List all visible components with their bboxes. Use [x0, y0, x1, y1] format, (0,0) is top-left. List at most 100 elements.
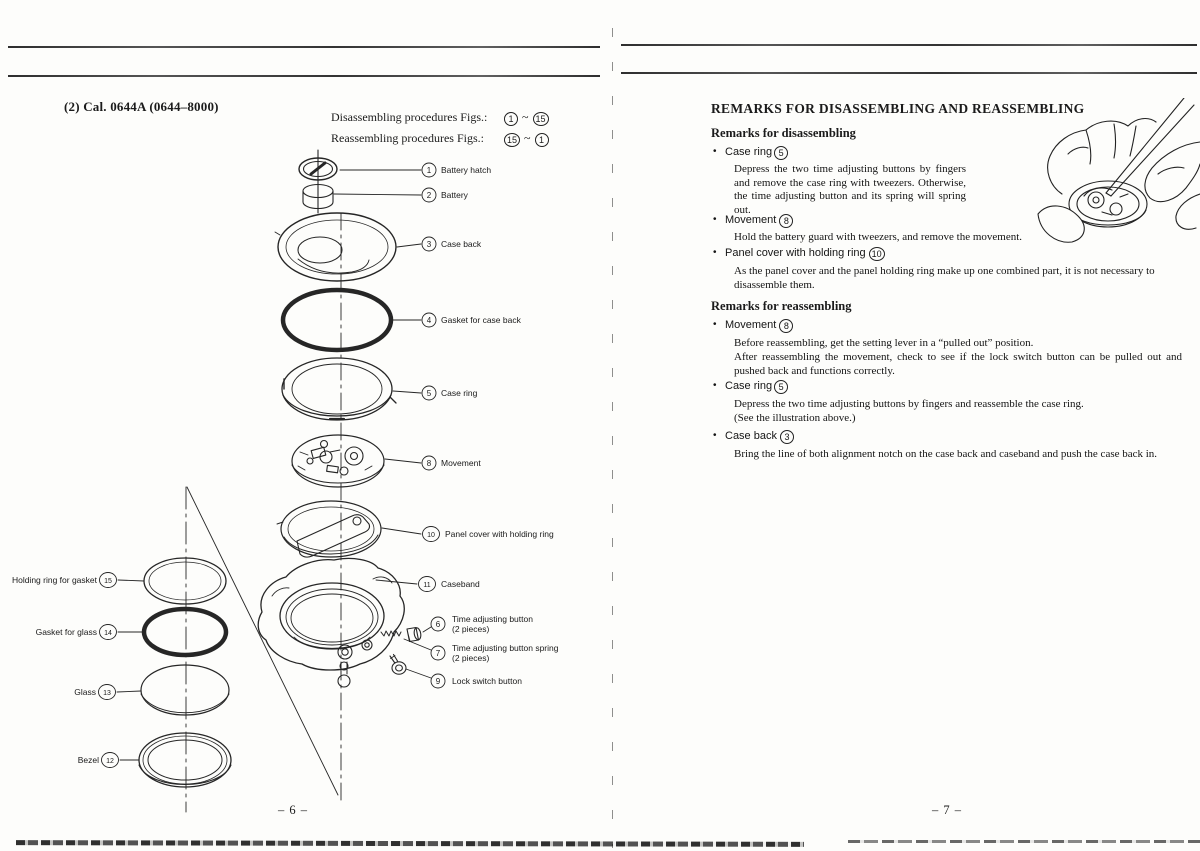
reassembling-heading: Remarks for reassembling [711, 299, 852, 313]
part-glass [140, 664, 230, 716]
bottom-scan-edge-right [848, 840, 1200, 843]
disassembling-heading: Remarks for disassembling [711, 126, 856, 140]
page-number-right: – 7 – [932, 803, 962, 817]
part-movement [291, 434, 385, 488]
svg-text:Battery hatch: Battery hatch [441, 165, 491, 175]
svg-text:7: 7 [436, 649, 441, 658]
part-battery [302, 183, 334, 210]
callout-glass: 13 Glass [74, 684, 142, 700]
svg-text:13: 13 [103, 690, 111, 697]
part-name: Panel cover with holding ring [725, 247, 866, 259]
part-name: Movement [725, 319, 777, 331]
callout-movement: 8 Movement [384, 455, 481, 471]
part-holding-ring [143, 557, 227, 605]
part-name: Case back [725, 430, 777, 442]
top-rule-left-1 [8, 46, 600, 48]
bullet-case-ring-re-body2: (See the illustration above.) [734, 412, 856, 424]
reassembling-procedures-label: Reassembling procedures Figs.: [331, 131, 484, 145]
bullet-dot: • [713, 380, 717, 391]
tilde-separator: ~ [524, 131, 531, 145]
fig-number-circle: 1 [504, 112, 518, 126]
part-gasket-glass [141, 606, 229, 658]
part-gasket-case-back [280, 287, 394, 353]
disassembling-procedures-label: Disassembling procedures Figs.: [331, 110, 488, 124]
callout-battery: 2 Battery [333, 187, 469, 203]
svg-text:Gasket for case back: Gasket for case back [441, 315, 522, 325]
part-case-ring [281, 357, 397, 421]
part-name: Case ring [725, 380, 773, 392]
top-rule-right-1 [621, 44, 1197, 46]
part-lock-switch-button [389, 653, 407, 675]
bullet-dot: • [713, 319, 717, 330]
callout-lock-switch-button: 9 Lock switch button [405, 668, 522, 689]
svg-text:9: 9 [436, 677, 441, 686]
part-panel-cover [276, 500, 382, 558]
fig-number-circle: 15 [504, 133, 521, 147]
svg-text:Holding ring for gasket: Holding ring for gasket [12, 575, 98, 585]
svg-text:(2 pieces): (2 pieces) [452, 653, 489, 663]
bullet-case-ring-dis-body: Depress the two time adjusting buttons b… [734, 163, 966, 216]
svg-text:11: 11 [423, 582, 430, 589]
svg-text:Time adjusting button spring: Time adjusting button spring [452, 643, 559, 653]
part-number-circle: 10 [868, 247, 885, 261]
svg-text:Movement: Movement [441, 458, 481, 468]
svg-text:2: 2 [427, 191, 432, 200]
left-hand [1037, 117, 1157, 243]
svg-text:15: 15 [104, 578, 112, 585]
svg-text:Caseband: Caseband [441, 579, 480, 589]
part-name: Movement [725, 214, 777, 226]
svg-text:5: 5 [427, 389, 432, 398]
tweezers [1105, 98, 1195, 197]
svg-text:Time adjusting button: Time adjusting button [452, 614, 533, 624]
bullet-movement-re-body2: After reassembling the movement, check t… [734, 351, 1182, 377]
svg-text:12: 12 [106, 758, 114, 765]
callout-case-back: 3 Case back [396, 236, 482, 252]
exploded-view-diagram: 1 Battery hatch 2 Battery 3 Case back 4 … [12, 149, 559, 813]
page-fold-line [612, 28, 613, 848]
fig-number-circle: 15 [532, 112, 549, 126]
hands-tweezers-illustration [1037, 98, 1200, 243]
tilde-separator: ~ [522, 110, 529, 124]
bullet-dot: • [713, 430, 717, 441]
callout-case-ring: 5 Case ring [392, 385, 478, 401]
reassembling-procedures-line: Reassembling procedures Figs.: 15~1 [331, 131, 549, 147]
callout-time-adjusting-button: 6 Time adjusting button (2 pieces) [422, 614, 533, 634]
bullet-dot: • [713, 214, 717, 225]
caliber-header: (2) Cal. 0644A (0644–8000) [64, 99, 219, 114]
svg-text:14: 14 [104, 630, 112, 637]
top-rule-left-2 [8, 75, 600, 77]
fig-number-circle: 1 [534, 133, 549, 147]
page-number-left: – 6 – [278, 803, 308, 817]
svg-text:Glass: Glass [74, 687, 96, 697]
part-number-circle: 8 [779, 319, 794, 333]
part-number-circle: 3 [779, 430, 794, 444]
callout-panel-cover: 10 Panel cover with holding ring [381, 526, 554, 542]
bullet-case-back-re-body: Bring the line of both alignment notch o… [734, 448, 1158, 460]
remarks-title: REMARKS FOR DISASSEMBLING AND REASSEMBLI… [711, 101, 1085, 116]
bullet-case-ring-re-body1: Depress the two time adjusting buttons b… [734, 398, 1084, 410]
callout-gasket-glass: 14 Gasket for glass [36, 624, 145, 640]
part-caseband [257, 557, 405, 688]
center-axis [185, 149, 342, 813]
svg-text:Panel cover with holding ring: Panel cover with holding ring [445, 529, 554, 539]
svg-text:3: 3 [427, 240, 432, 249]
bullet-movement-re-body1: Before reassembling, get the setting lev… [734, 337, 1034, 349]
callout-time-adjusting-button-spring: 7 Time adjusting button spring (2 pieces… [403, 638, 559, 663]
bullet-movement-dis-body: Hold the battery guard with tweezers, an… [734, 231, 1023, 243]
svg-text:(2 pieces): (2 pieces) [452, 624, 489, 634]
bullet-panel-cover-dis-body: As the panel cover and the panel holding… [734, 265, 1155, 291]
svg-text:8: 8 [427, 459, 432, 468]
part-time-adjusting-button [380, 626, 422, 643]
svg-text:Lock switch button: Lock switch button [452, 676, 522, 686]
callout-caseband: 11 Caseband [375, 576, 480, 592]
part-number-circle: 8 [779, 214, 794, 228]
callout-battery-hatch: 1 Battery hatch [339, 162, 491, 178]
callout-gasket-case-back: 4 Gasket for case back [391, 312, 522, 328]
svg-text:4: 4 [427, 316, 432, 325]
callout-holding-ring: 15 Holding ring for gasket [12, 572, 145, 588]
svg-text:Bezel: Bezel [78, 755, 99, 765]
